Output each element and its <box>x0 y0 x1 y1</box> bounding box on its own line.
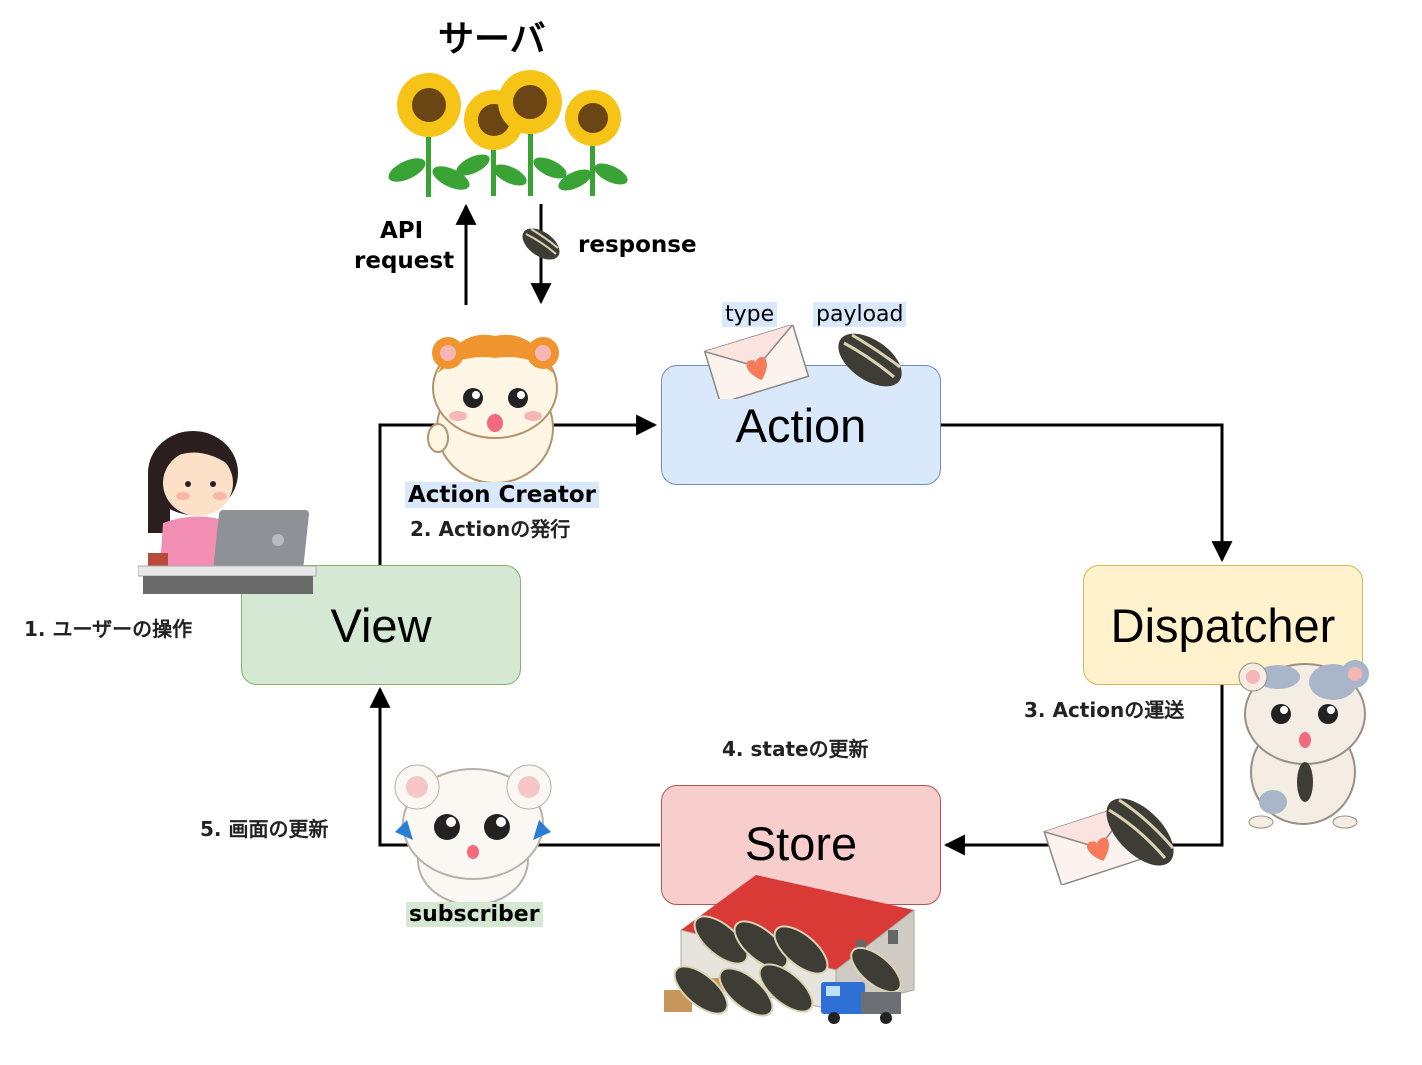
arrow-view-to-action <box>378 414 658 565</box>
step5-label: 5. 画面の更新 <box>200 817 329 841</box>
view-node-label: View <box>330 598 432 652</box>
payload-label: payload <box>813 302 907 327</box>
step2-label: 2. Actionの発行 <box>410 517 571 541</box>
dispatcher-node-label: Dispatcher <box>1110 598 1336 652</box>
arrow-dispatcher-to-store <box>943 685 1224 856</box>
dispatcher-hamster <box>1238 660 1369 829</box>
api-request-label-line1: API <box>380 218 424 244</box>
carried-seed-icon <box>1106 798 1175 866</box>
step4-label: 4. stateの更新 <box>722 737 869 761</box>
arrow-action-to-dispatcher <box>941 423 1233 563</box>
subscriber-hamster <box>394 764 552 906</box>
warehouse-illustration <box>664 875 915 1024</box>
seed-icon <box>522 228 560 260</box>
response-label: response <box>578 232 697 258</box>
step3-label: 3. Actionの運送 <box>1024 698 1185 722</box>
action-creator-hamster <box>427 334 559 484</box>
api-request-label-line2: request <box>354 248 455 274</box>
action-creator-label: Action Creator <box>405 482 599 508</box>
envelope-icon <box>703 325 810 399</box>
user-illustration <box>138 431 317 594</box>
step1-label: 1. ユーザーの操作 <box>24 617 193 641</box>
arrow-store-to-view <box>369 686 660 847</box>
store-node-label: Store <box>744 817 858 870</box>
action-node: Action <box>661 365 941 485</box>
server-title: サーバ <box>438 19 546 60</box>
type-label: type <box>722 302 778 327</box>
action-node-label: Action <box>735 398 867 452</box>
subscriber-label: subscriber <box>406 902 543 927</box>
payload-seed-icon <box>838 333 902 387</box>
store-node: Store <box>661 785 941 905</box>
sunflowers-illustration <box>388 70 628 197</box>
